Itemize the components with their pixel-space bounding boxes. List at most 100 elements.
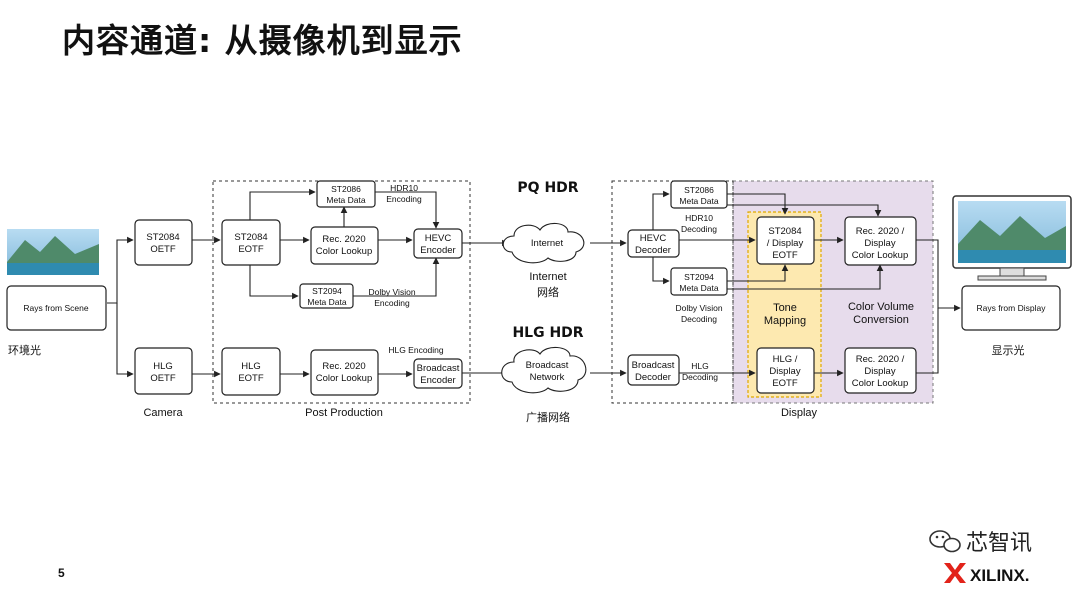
- svg-text:Encoder: Encoder: [420, 375, 455, 386]
- rec2020-display-lookup-hlg-box: Rec. 2020 / Display Color Lookup: [844, 347, 917, 394]
- network-cn-label: 网络: [537, 285, 559, 299]
- svg-text:ST2084: ST2084: [234, 232, 267, 243]
- hdr10-encoding-label: HDR10: [390, 183, 418, 193]
- st2084-eotf-box: ST2084 EOTF: [221, 219, 281, 266]
- dolby-vision-decoding-label-2: Decoding: [681, 314, 717, 324]
- svg-text:Color Lookup: Color Lookup: [316, 373, 373, 384]
- svg-text:Internet: Internet: [531, 238, 564, 249]
- dolby-vision-encoding-label: Dolby Vision: [368, 287, 415, 297]
- svg-text:HLG /: HLG /: [773, 354, 798, 365]
- svg-text:HLG: HLG: [153, 361, 173, 372]
- svg-text:ST2094: ST2094: [684, 272, 714, 282]
- svg-text:OETF: OETF: [150, 244, 176, 255]
- svg-text:Display: Display: [864, 366, 895, 377]
- broadcast-encoder-box: Broadcast Encoder: [413, 358, 463, 389]
- rays-from-display-text: Rays from Display: [977, 303, 1047, 313]
- rays-from-display-box: [961, 285, 1061, 331]
- wechat-icon: [929, 530, 961, 553]
- svg-text:ST2086: ST2086: [684, 185, 714, 195]
- svg-text:EOTF: EOTF: [238, 244, 264, 255]
- hlg-oetf-box: HLG OETF: [134, 347, 193, 395]
- st2084-display-eotf-box: ST2084 / Display EOTF: [756, 216, 815, 265]
- svg-text:Display: Display: [769, 366, 800, 377]
- hlg-decoding-label-2: Decoding: [682, 372, 718, 382]
- st2094-encode-box: ST2094 Meta Data: [299, 283, 354, 309]
- svg-text:OETF: OETF: [150, 373, 176, 384]
- internet-label: Internet: [529, 271, 566, 283]
- svg-text:HEVC: HEVC: [640, 233, 667, 244]
- svg-text:Display: Display: [864, 238, 895, 249]
- st2086-decode-box: ST2086 Meta Data: [670, 180, 728, 209]
- svg-text:Rec. 2020 /: Rec. 2020 /: [856, 226, 905, 237]
- hlg-encoding-label: HLG Encoding: [388, 345, 444, 355]
- svg-text:/ Display: / Display: [767, 238, 804, 249]
- svg-text:EOTF: EOTF: [238, 373, 264, 384]
- svg-text:Meta Data: Meta Data: [679, 196, 718, 206]
- svg-text:ST2086: ST2086: [331, 184, 361, 194]
- svg-text:Decoder: Decoder: [635, 245, 671, 256]
- slide-title: 内容通道: 从摄像机到显示: [62, 21, 463, 60]
- svg-text:ST2094: ST2094: [312, 286, 342, 296]
- st2084-oetf-box: ST2084 OETF: [134, 219, 193, 266]
- monitor-image: [952, 195, 1072, 281]
- rec2020-display-lookup-pq-box: Rec. 2020 / Display Color Lookup: [844, 216, 917, 266]
- post-production-label: Post Production: [305, 407, 383, 419]
- ambient-light-label: 环境光: [8, 343, 41, 357]
- svg-text:Rec. 2020 /: Rec. 2020 /: [856, 354, 905, 365]
- hlg-decoding-label: HLG: [691, 361, 708, 371]
- hdr10-decoding-label: HDR10: [685, 213, 713, 223]
- display-label: Display: [781, 407, 818, 419]
- broadcast-decoder-box: Broadcast Decoder: [627, 354, 680, 386]
- hevc-decoder-box: HEVC Decoder: [627, 229, 680, 258]
- svg-text:Encoder: Encoder: [420, 245, 455, 256]
- svg-text:EOTF: EOTF: [772, 250, 798, 261]
- svg-text:Decoder: Decoder: [635, 372, 671, 383]
- svg-text:Color Lookup: Color Lookup: [316, 246, 373, 257]
- color-volume-conversion-label-2: Conversion: [853, 314, 909, 326]
- dolby-vision-encoding-label-2: Encoding: [374, 298, 410, 308]
- svg-text:ST2084: ST2084: [146, 232, 179, 243]
- svg-text:HLG: HLG: [241, 361, 261, 372]
- st2094-decode-box: ST2094 Meta Data: [670, 267, 728, 296]
- svg-text:Network: Network: [530, 372, 565, 383]
- svg-text:Rec. 2020: Rec. 2020: [322, 234, 365, 245]
- tone-mapping-label-2: Mapping: [764, 315, 806, 327]
- rays-from-scene-box: [6, 285, 107, 331]
- rec2020-color-lookup-hlg-box: Rec. 2020 Color Lookup: [310, 349, 379, 396]
- svg-text:HEVC: HEVC: [425, 233, 452, 244]
- broadcast-network-cloud: Broadcast Network: [501, 346, 587, 394]
- rays-from-scene-text: Rays from Scene: [23, 303, 88, 313]
- tone-mapping-label: Tone: [773, 302, 797, 314]
- hdr10-encoding-label-2: Encoding: [386, 194, 422, 204]
- rec2020-color-lookup-pq-box: Rec. 2020 Color Lookup: [310, 226, 379, 265]
- color-volume-conversion-label: Color Volume: [848, 301, 914, 313]
- svg-text:Meta Data: Meta Data: [326, 195, 365, 205]
- wechat-account-name: 芯智讯: [966, 531, 1032, 556]
- svg-text:EOTF: EOTF: [772, 378, 798, 389]
- scene-image: [7, 229, 99, 275]
- hlg-display-eotf-box: HLG / Display EOTF: [756, 347, 815, 394]
- connector-lines: [107, 188, 961, 378]
- svg-text:Broadcast: Broadcast: [526, 360, 569, 371]
- page-number: 5: [58, 566, 65, 580]
- hlg-hdr-label: HLG HDR: [512, 325, 583, 341]
- hdr10-decoding-label-2: Decoding: [681, 224, 717, 234]
- st2086-encode-box: ST2086 Meta Data: [316, 180, 376, 208]
- svg-text:Broadcast: Broadcast: [417, 363, 460, 374]
- pq-hdr-label: PQ HDR: [517, 180, 578, 196]
- svg-text:Broadcast: Broadcast: [632, 360, 675, 371]
- svg-text:Color Lookup: Color Lookup: [852, 378, 909, 389]
- internet-cloud: Internet: [502, 222, 585, 264]
- hlg-eotf-box: HLG EOTF: [221, 347, 281, 396]
- svg-text:Color Lookup: Color Lookup: [852, 250, 909, 261]
- svg-text:Meta Data: Meta Data: [307, 297, 346, 307]
- xilinx-logo-icon: [944, 563, 966, 583]
- camera-label: Camera: [143, 407, 183, 419]
- hevc-encoder-box: HEVC Encoder: [413, 228, 463, 259]
- broadcast-network-cn-label: 广播网络: [526, 410, 570, 424]
- svg-text:Rec. 2020: Rec. 2020: [322, 361, 365, 372]
- svg-text:ST2084: ST2084: [768, 226, 801, 237]
- svg-text:Meta Data: Meta Data: [679, 283, 718, 293]
- xilinx-brand-text: XILINX.: [970, 566, 1030, 585]
